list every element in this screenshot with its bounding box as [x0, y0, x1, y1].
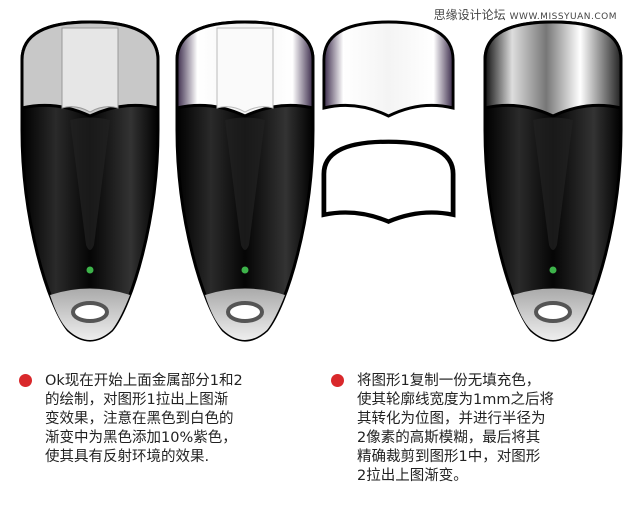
note-text: Ok现在开始上面金属部分1和2 的绘制，对图形1拉出上图渐 变效果，注意在黑色到… — [45, 373, 243, 465]
note-1: Ok现在开始上面金属部分1和2 的绘制，对图形1拉出上图渐 变效果，注意在黑色到… — [19, 372, 295, 467]
note-2: 将图形1复制一份无填充色， 使其轮廓线宽度为1mm之后将 其转化为位图，并进行半… — [331, 372, 617, 486]
bullet-icon — [331, 374, 344, 387]
note-text: 将图形1复制一份无填充色， 使其轮廓线宽度为1mm之后将 其转化为位图，并进行半… — [357, 373, 554, 484]
device-step-1 — [20, 20, 160, 342]
shape-2-outline — [321, 139, 456, 224]
bullet-icon — [19, 374, 32, 387]
device-step-2 — [175, 20, 315, 342]
illustration — [20, 20, 623, 342]
device-step-3 — [483, 20, 623, 342]
watermark-url: WWW.MISSYUAN.COM — [509, 12, 617, 22]
watermark-site-name: 思缘设计论坛 — [433, 8, 506, 22]
shape-1 — [322, 20, 455, 118]
